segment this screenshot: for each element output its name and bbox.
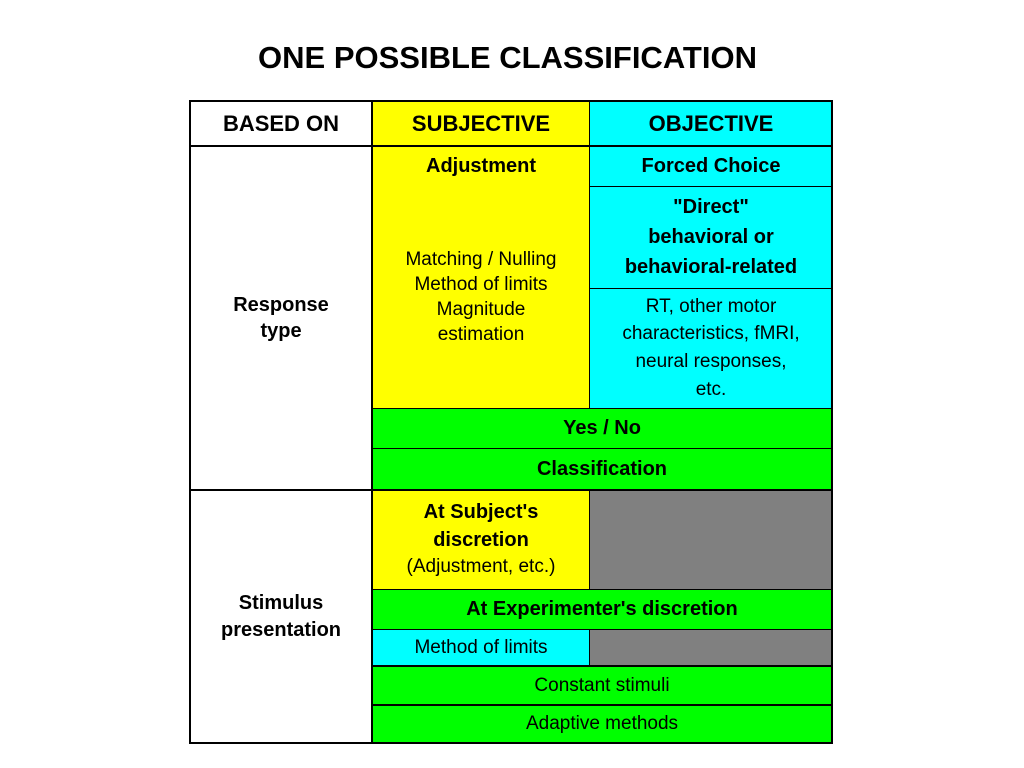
subject-discretion-note: (Adjustment, etc.): [406, 556, 556, 578]
objective-measures-cell: RT, other motor characteristics, fMRI, n…: [590, 288, 832, 408]
adaptive-methods-cell: Adaptive methods: [372, 705, 832, 743]
method-limits-col-divider: [589, 630, 590, 666]
section-divider: [189, 489, 833, 491]
header-subjective: SUBJECTIVE: [372, 101, 590, 146]
yes-no-label: Yes / No: [563, 417, 641, 440]
direct-line: behavioral or: [648, 226, 774, 248]
header-objective-label: OBJECTIVE: [648, 110, 774, 136]
measures-line: RT, other motor: [645, 295, 777, 317]
constant-stimuli-top-border: [372, 665, 832, 667]
classification-label: Classification: [536, 458, 668, 481]
subject-discretion-line2: discretion: [433, 529, 529, 552]
table-border-bottom: [189, 742, 833, 744]
header-based-on-label: BASED ON: [222, 110, 340, 136]
direct-behavioral-cell: "Direct" behavioral or behavioral-relate…: [590, 186, 832, 288]
yes-no-cell: Yes / No: [372, 408, 832, 449]
experimenter-top-border: [372, 589, 832, 590]
subject-discretion-line1: At Subject's: [423, 501, 539, 524]
response-type-line2: type: [260, 320, 302, 342]
subjective-method-item: Matching / Nulling: [405, 248, 557, 270]
direct-line: behavioral-related: [624, 256, 798, 278]
header-based-on: BASED ON: [190, 101, 372, 146]
response-type-line1: Response: [233, 293, 329, 316]
direct-line: "Direct": [673, 196, 749, 218]
subject-discretion-cell: At Subject's discretion (Adjustment, etc…: [372, 490, 590, 589]
page-title: ONE POSSIBLE CLASSIFICATION: [258, 40, 757, 75]
subjective-method-item: Method of limits: [414, 273, 548, 295]
forced-choice-label: Forced Choice: [641, 154, 781, 177]
subject-discretion-col-divider: [589, 490, 590, 589]
stimulus-presentation-label: Stimulus presentation: [190, 490, 372, 743]
table-border-right: [831, 100, 833, 744]
method-of-limits-label: Method of limits: [414, 637, 548, 659]
label-column-divider: [371, 100, 373, 744]
measures-line: etc.: [695, 378, 727, 400]
constant-stimuli-label: Constant stimuli: [534, 674, 670, 696]
yes-no-top-border: [372, 408, 832, 409]
experimenter-discretion-label: At Experimenter's discretion: [466, 598, 738, 621]
experimenter-bottom-border: [372, 629, 832, 630]
experimenter-discretion-cell: At Experimenter's discretion: [372, 589, 832, 630]
forced-choice-cell: Forced Choice: [590, 146, 832, 186]
constant-stimuli-bottom-border: [372, 704, 832, 706]
adjustment-cell: Adjustment: [372, 146, 590, 186]
table-border-left: [189, 100, 191, 744]
header-col-divider: [589, 100, 590, 146]
subjective-methods-cell: Matching / Nulling Method of limits Magn…: [372, 186, 590, 408]
subjective-method-item: Magnitude: [436, 299, 526, 320]
subjective-method-item: estimation: [437, 324, 525, 346]
objective-empty-cell-1: [590, 490, 832, 589]
header-divider: [189, 145, 833, 147]
header-objective: OBJECTIVE: [590, 101, 832, 146]
stimulus-presentation-line1: Stimulus: [238, 592, 324, 615]
yes-no-bottom-border: [372, 448, 832, 449]
header-subjective-label: SUBJECTIVE: [411, 110, 551, 136]
stimulus-presentation-line2: presentation: [220, 618, 342, 641]
classification-cell: Classification: [372, 449, 832, 490]
objective-row-divider-1: [590, 186, 832, 187]
constant-stimuli-cell: Constant stimuli: [372, 666, 832, 705]
measures-line: neural responses,: [635, 351, 787, 372]
adaptive-methods-label: Adaptive methods: [525, 713, 679, 735]
table-border-top: [189, 100, 833, 102]
response-type-label: Response type: [190, 146, 372, 490]
objective-row-divider-2: [590, 288, 832, 289]
method-of-limits-cell: Method of limits: [372, 630, 590, 666]
objective-empty-cell-2: [590, 630, 832, 666]
response-col-divider: [589, 146, 590, 408]
adjustment-label: Adjustment: [426, 154, 536, 177]
measures-line: characteristics, fMRI,: [622, 323, 800, 345]
